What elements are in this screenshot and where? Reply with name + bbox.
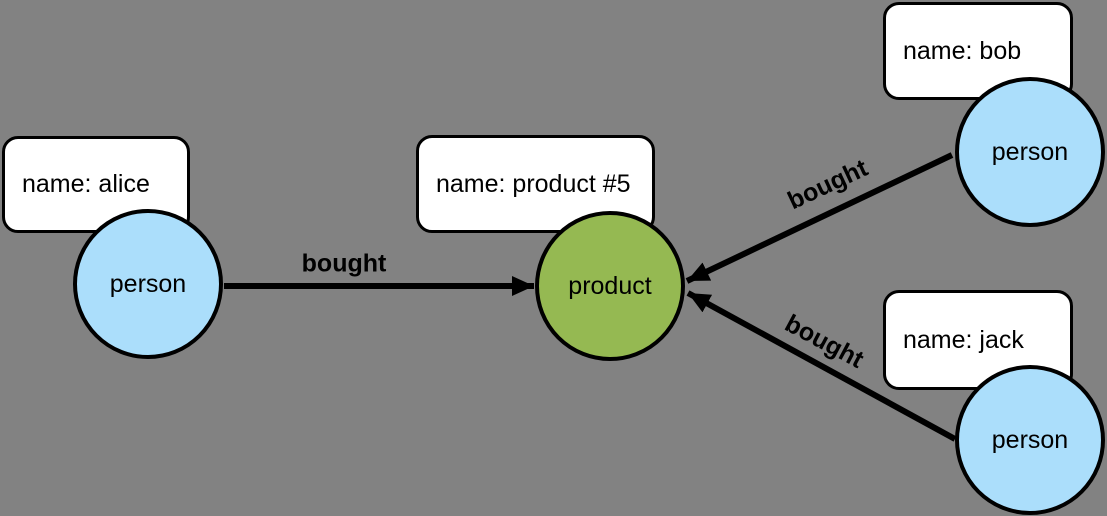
node-bob: person: [955, 77, 1105, 227]
property-label-product: name: product #5: [436, 169, 631, 198]
node-label-alice: person: [109, 269, 187, 298]
edge-jack-product: [686, 290, 957, 442]
node-label-product: product: [568, 271, 652, 300]
edge-bob-product: [685, 152, 954, 284]
edge-label-alice-bought: bought: [301, 249, 387, 278]
property-label-alice: name: alice: [22, 170, 150, 198]
node-label-jack: person: [991, 425, 1069, 454]
property-label-bob: name: bob: [903, 36, 1022, 65]
property-label-jack: name: jack: [903, 325, 1024, 354]
node-jack: person: [955, 365, 1105, 515]
node-label-bob: person: [991, 137, 1069, 166]
node-alice: person: [73, 209, 223, 359]
node-product: product: [535, 211, 685, 361]
property-box-alice: name: alice: [2, 136, 190, 233]
